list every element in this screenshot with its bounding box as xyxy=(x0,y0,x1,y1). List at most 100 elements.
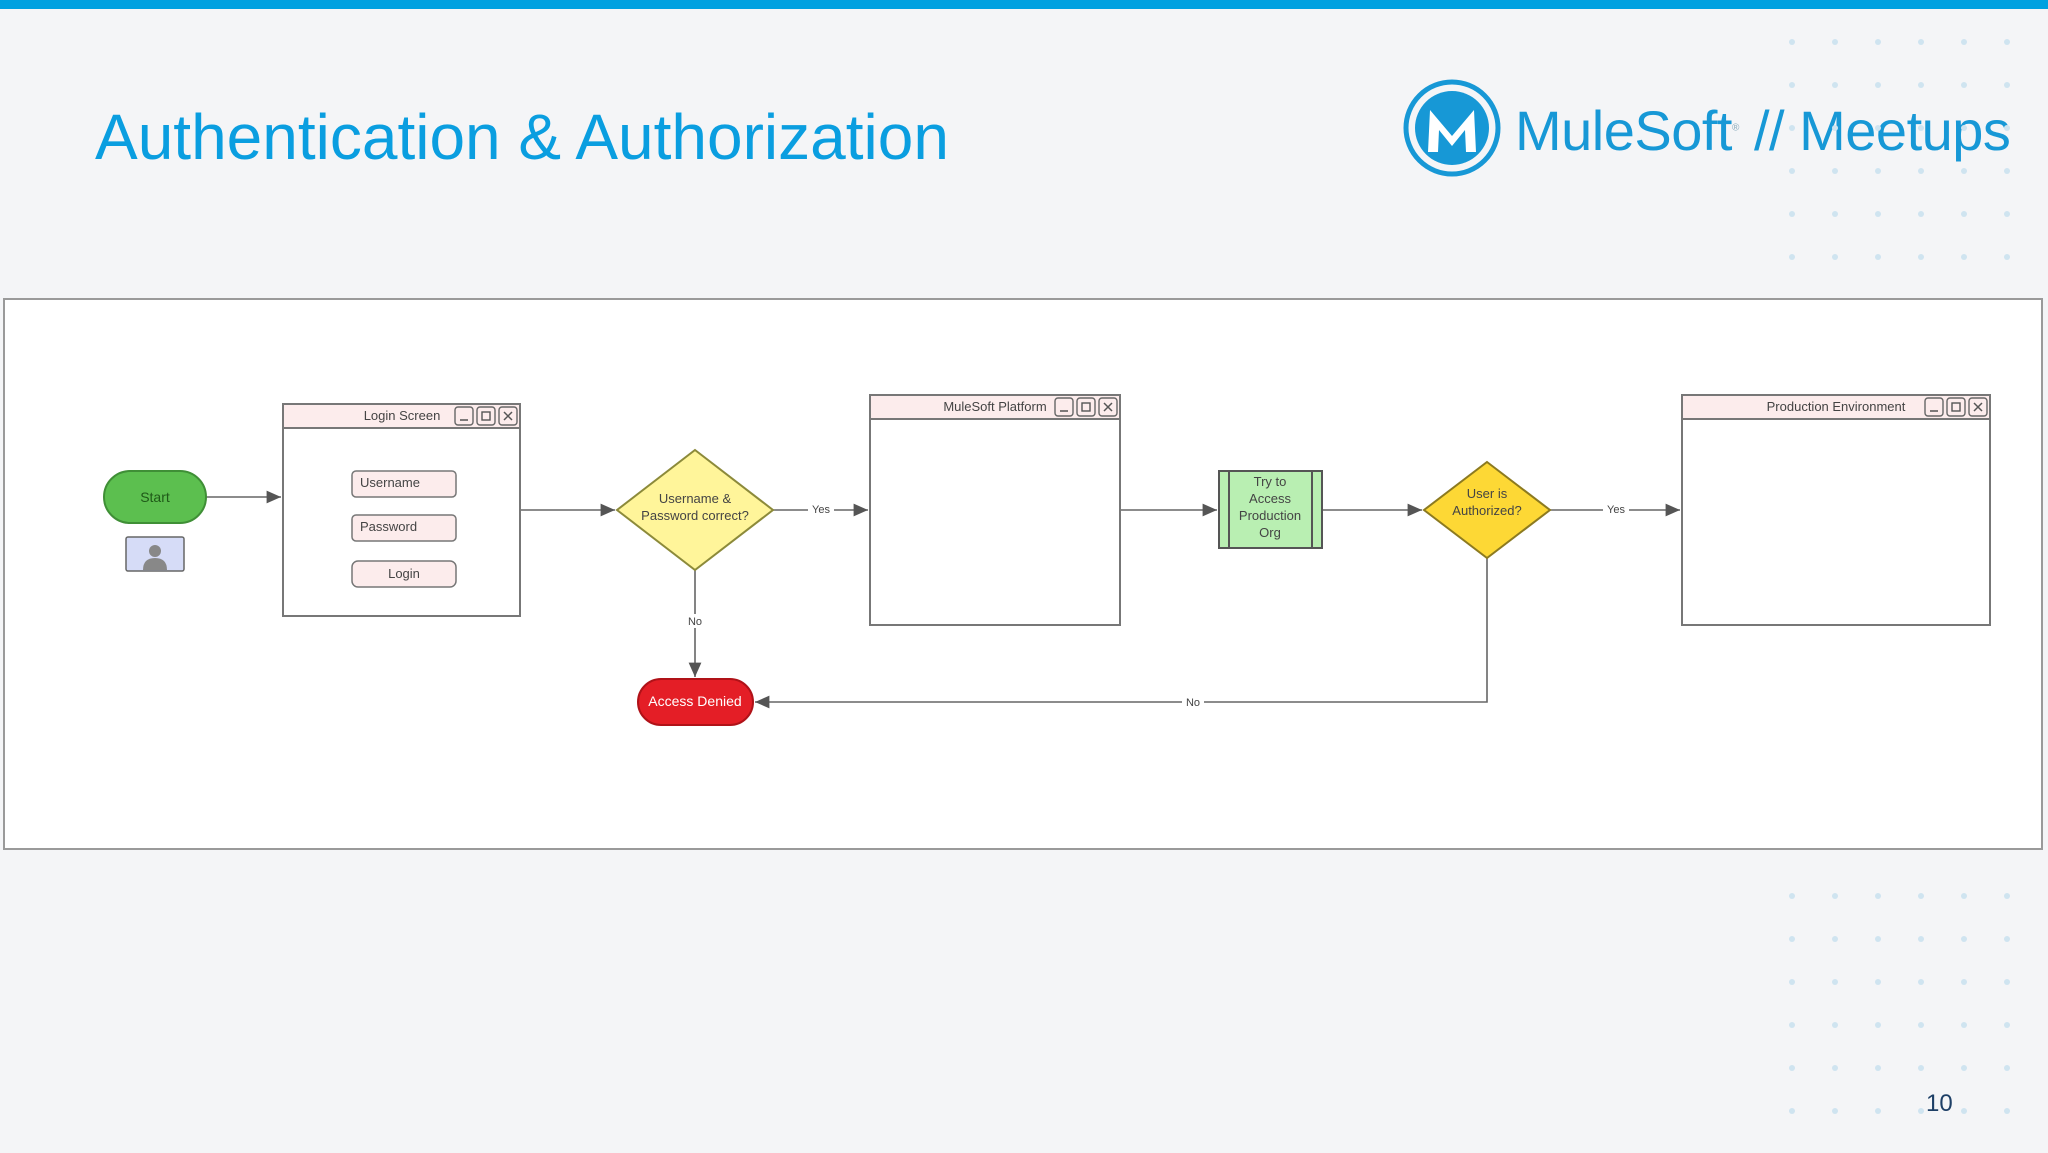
dot xyxy=(1918,1022,1924,1028)
dot xyxy=(1961,211,1967,217)
start-terminal xyxy=(103,470,207,524)
login-button-shape xyxy=(351,560,457,588)
process-line1: Try to xyxy=(1254,474,1287,489)
dot xyxy=(2004,979,2010,985)
dot xyxy=(2004,893,2010,899)
decision2-line1: User is xyxy=(1467,486,1508,501)
dot xyxy=(1789,39,1795,45)
dot xyxy=(1832,39,1838,45)
dot xyxy=(1832,979,1838,985)
dot xyxy=(2004,254,2010,260)
minimize-icon xyxy=(1924,397,1944,417)
dot xyxy=(1961,893,1967,899)
dot xyxy=(1832,1022,1838,1028)
dot xyxy=(1789,979,1795,985)
dot xyxy=(2004,168,2010,174)
dot xyxy=(1789,125,1795,131)
dot xyxy=(1918,125,1924,131)
mulesoft-meetups-logo: MuleSoft® // Meetups xyxy=(1400,78,2011,178)
process-line3: Production xyxy=(1239,508,1301,523)
dot xyxy=(1875,1022,1881,1028)
dot xyxy=(1918,39,1924,45)
dot xyxy=(1789,82,1795,88)
dot xyxy=(1961,82,1967,88)
logo-brand: MuleSoft xyxy=(1515,99,1733,162)
start-label: Start xyxy=(140,489,170,505)
dot xyxy=(1918,168,1924,174)
password-label: Password xyxy=(360,519,417,534)
connector-no-denied-2 xyxy=(755,558,1488,709)
dot xyxy=(1875,1065,1881,1071)
dot xyxy=(1961,168,1967,174)
dot xyxy=(1918,979,1924,985)
user-avatar-icon xyxy=(125,536,185,572)
dot xyxy=(1961,254,1967,260)
dot xyxy=(1789,1022,1795,1028)
flowchart-diagram: Start Login Screen Username Password Log… xyxy=(3,298,2043,850)
minimize-icon xyxy=(1054,397,1074,417)
dot xyxy=(1789,936,1795,942)
dot xyxy=(2004,39,2010,45)
dot xyxy=(1961,125,1967,131)
dot xyxy=(2004,82,2010,88)
password-field xyxy=(351,514,457,542)
logo-text: MuleSoft® // Meetups xyxy=(1515,99,2011,162)
dot xyxy=(2004,1022,2010,1028)
close-icon xyxy=(1968,397,1988,417)
dot xyxy=(1832,893,1838,899)
dot xyxy=(1918,893,1924,899)
decision1-yes-label: Yes xyxy=(812,504,830,516)
dot xyxy=(1918,1108,1924,1114)
username-label: Username xyxy=(360,475,420,490)
dot xyxy=(1918,1065,1924,1071)
dot xyxy=(1875,979,1881,985)
login-label: Login xyxy=(388,566,420,581)
top-accent-bar xyxy=(0,0,2048,9)
process-access-production: Try to Access Production Org xyxy=(1218,470,1323,549)
decision2-no-label: No xyxy=(1186,697,1200,709)
dot xyxy=(1832,82,1838,88)
dot xyxy=(1961,936,1967,942)
platform-window-title: MuleSoft Platform xyxy=(943,399,1046,414)
dot xyxy=(1875,254,1881,260)
decision2-yes-label: Yes xyxy=(1607,504,1625,516)
dot xyxy=(1961,1022,1967,1028)
dot xyxy=(1875,211,1881,217)
dot xyxy=(1832,125,1838,131)
mulesoft-m-logo-icon xyxy=(1403,79,1501,177)
dot xyxy=(1918,82,1924,88)
process-line2: Access xyxy=(1249,491,1291,506)
dot xyxy=(2004,211,2010,217)
dot xyxy=(1832,168,1838,174)
dot xyxy=(1875,39,1881,45)
mulesoft-platform-window: MuleSoft Platform xyxy=(869,394,1121,626)
slide-title: Authentication & Authorization xyxy=(95,101,949,173)
decorative-dot-grid-top xyxy=(1789,39,2010,260)
close-icon xyxy=(498,406,518,426)
decision-authorized xyxy=(1422,460,1552,560)
dot xyxy=(1789,254,1795,260)
dot xyxy=(1961,1065,1967,1071)
decorative-dot-grid-bottom xyxy=(1789,893,2010,1114)
close-icon xyxy=(1098,397,1118,417)
minimize-icon xyxy=(454,406,474,426)
dot xyxy=(1875,168,1881,174)
dot xyxy=(1875,125,1881,131)
maximize-icon xyxy=(476,406,496,426)
dot xyxy=(1961,39,1967,45)
dot xyxy=(1832,254,1838,260)
dot xyxy=(1832,936,1838,942)
dot xyxy=(2004,936,2010,942)
decision2-line2: Authorized? xyxy=(1452,503,1521,518)
dot xyxy=(1875,893,1881,899)
dot xyxy=(1961,979,1967,985)
login-screen-window: Login Screen Username Password Login xyxy=(282,403,521,617)
dot xyxy=(1789,211,1795,217)
dot xyxy=(1832,211,1838,217)
maximize-icon xyxy=(1946,397,1966,417)
access-denied-label: Access Denied xyxy=(648,693,741,709)
dot xyxy=(1832,1065,1838,1071)
dot xyxy=(2004,1065,2010,1071)
decision1-no-label: No xyxy=(688,616,702,628)
login-window-title: Login Screen xyxy=(364,408,441,423)
